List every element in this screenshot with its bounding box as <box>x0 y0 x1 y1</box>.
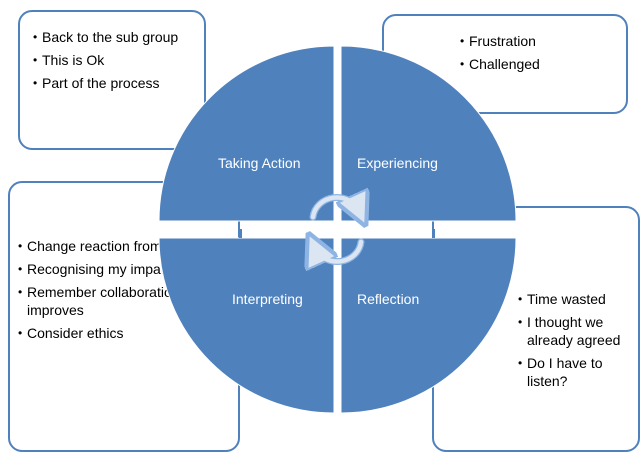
quadrant-label-interpreting: Interpreting <box>232 291 303 307</box>
cycle-arrows-icon <box>313 197 361 261</box>
list-item: I thought we already agreed <box>518 313 634 349</box>
note-box-top-left: Back to the sub group This is Ok Part of… <box>18 10 206 150</box>
list-item: Remember collaboration improves <box>18 283 230 319</box>
quadrant-label-taking-action: Taking Action <box>218 155 301 171</box>
quadrant-top-left <box>158 45 335 222</box>
list-item: Frustration <box>460 32 618 50</box>
list-item: Challenged <box>460 55 618 73</box>
quadrant-label-reflection: Reflection <box>357 291 419 307</box>
list-item: Recognising my impatience <box>18 260 230 278</box>
list-item: Part of the process <box>33 74 196 92</box>
list-item: Change reaction from me <box>18 237 230 255</box>
list-item: Back to the sub group <box>33 28 196 46</box>
quadrant-top-right <box>340 45 517 222</box>
quadrant-connector <box>432 229 435 238</box>
list-item: Time wasted <box>518 290 634 308</box>
quadrant-bottom-left <box>158 237 335 414</box>
quadrant-connector <box>239 229 242 238</box>
list-item: This is Ok <box>33 51 196 69</box>
list-item: Consider ethics <box>18 324 230 342</box>
list-item: Do I have to listen? <box>518 354 634 390</box>
quadrant-label-experiencing: Experiencing <box>357 155 438 171</box>
quadrant-bottom-right <box>340 237 517 414</box>
